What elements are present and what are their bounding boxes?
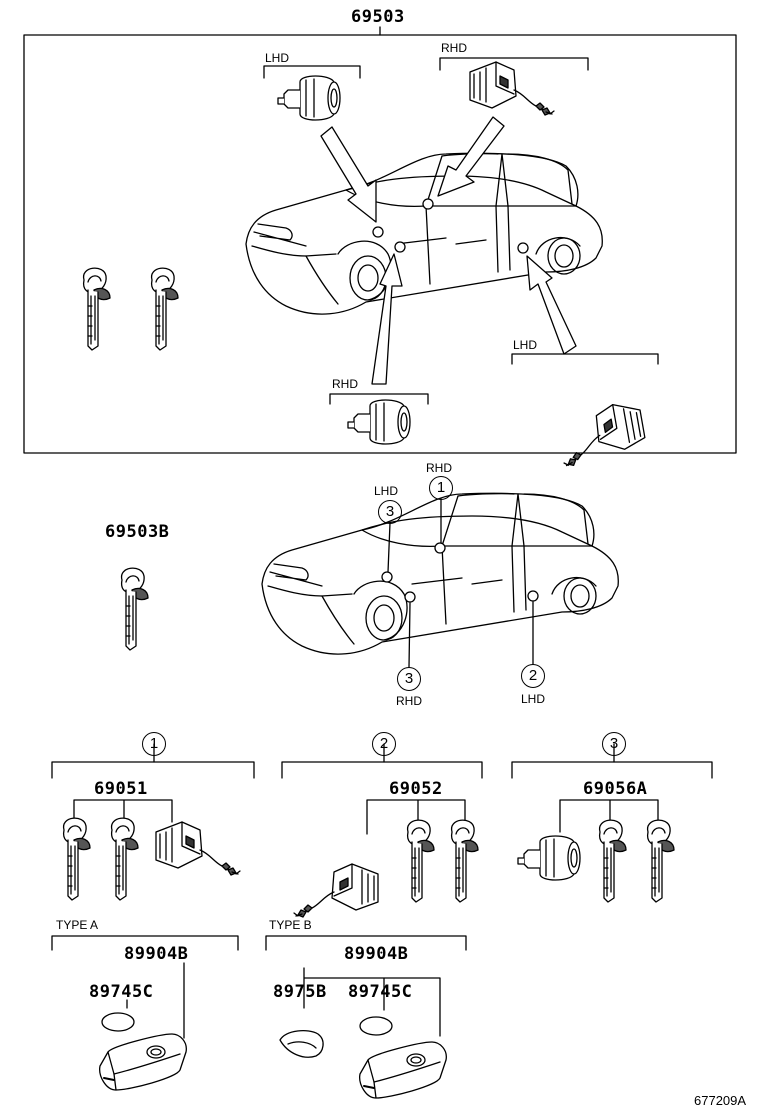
ref3-lower-position-label: RHD xyxy=(396,694,422,708)
group2-key-1 xyxy=(406,819,435,903)
cover-type-b xyxy=(279,1029,324,1058)
type-b-cover-part-number: 8975B xyxy=(273,982,327,1002)
type-a-battery-part-number: 89745C xyxy=(89,982,154,1002)
group2-actuator xyxy=(293,863,379,918)
battery-type-a xyxy=(101,1012,135,1032)
group3-part-number: 69056A xyxy=(583,779,648,799)
door-lock-actuator-rhd xyxy=(469,61,555,116)
group3-ref-callout: 3 xyxy=(602,732,626,756)
illustration-id: 677209A xyxy=(694,1093,747,1108)
key-fob-type-a xyxy=(98,1033,188,1091)
ref3-upper-position-label: LHD xyxy=(374,484,399,498)
ref2-position-label: LHD xyxy=(521,692,546,706)
group2-part-number: 69052 xyxy=(389,779,443,799)
key-fob-type-b xyxy=(358,1041,448,1099)
assembly-part-number: 69503 xyxy=(351,7,405,27)
label-lhd-lower: LHD xyxy=(513,338,538,352)
type-b-label: TYPE B xyxy=(269,918,312,932)
key-top-2 xyxy=(150,267,179,351)
key-blank xyxy=(120,567,149,651)
ref3-upper-callout: 3 xyxy=(378,500,402,524)
type-b-assembly-part-number: 89904B xyxy=(344,944,409,964)
group1-ref-callout: 1 xyxy=(142,732,166,756)
ref3-lower-callout: 3 xyxy=(397,667,421,691)
type-b-battery-part-number: 89745C xyxy=(348,982,413,1002)
key-top-1 xyxy=(82,267,111,351)
group3-key-2 xyxy=(646,819,675,903)
callout-leaders xyxy=(387,498,534,668)
group1-actuator xyxy=(155,821,241,876)
ref2-callout: 2 xyxy=(521,664,545,688)
group2-key-2 xyxy=(450,819,479,903)
lock-cylinder-rhd-bottom xyxy=(347,399,411,445)
key-blank-part-number: 69503B xyxy=(105,522,170,542)
group1-key-1 xyxy=(62,817,91,901)
label-lhd-upper: LHD xyxy=(265,51,290,65)
label-rhd-upper: RHD xyxy=(441,41,467,55)
label-rhd-lower: RHD xyxy=(332,377,358,391)
lock-cylinder-lhd-top xyxy=(277,75,341,121)
ref1-callout: 1 xyxy=(429,476,453,500)
group3-lock-cylinder xyxy=(517,835,581,881)
door-lock-actuator-lhd xyxy=(554,399,649,468)
battery-type-b xyxy=(359,1016,393,1036)
group3-key-1 xyxy=(598,819,627,903)
group2-ref-callout: 2 xyxy=(372,732,396,756)
ref1-position-label: RHD xyxy=(426,461,452,475)
group1-key-2 xyxy=(110,817,139,901)
type-a-assembly-part-number: 89904B xyxy=(124,944,189,964)
vehicle-illustration-middle xyxy=(261,492,619,655)
pointer-arrows xyxy=(320,116,577,385)
type-a-label: TYPE A xyxy=(56,918,99,932)
group1-part-number: 69051 xyxy=(94,779,148,799)
